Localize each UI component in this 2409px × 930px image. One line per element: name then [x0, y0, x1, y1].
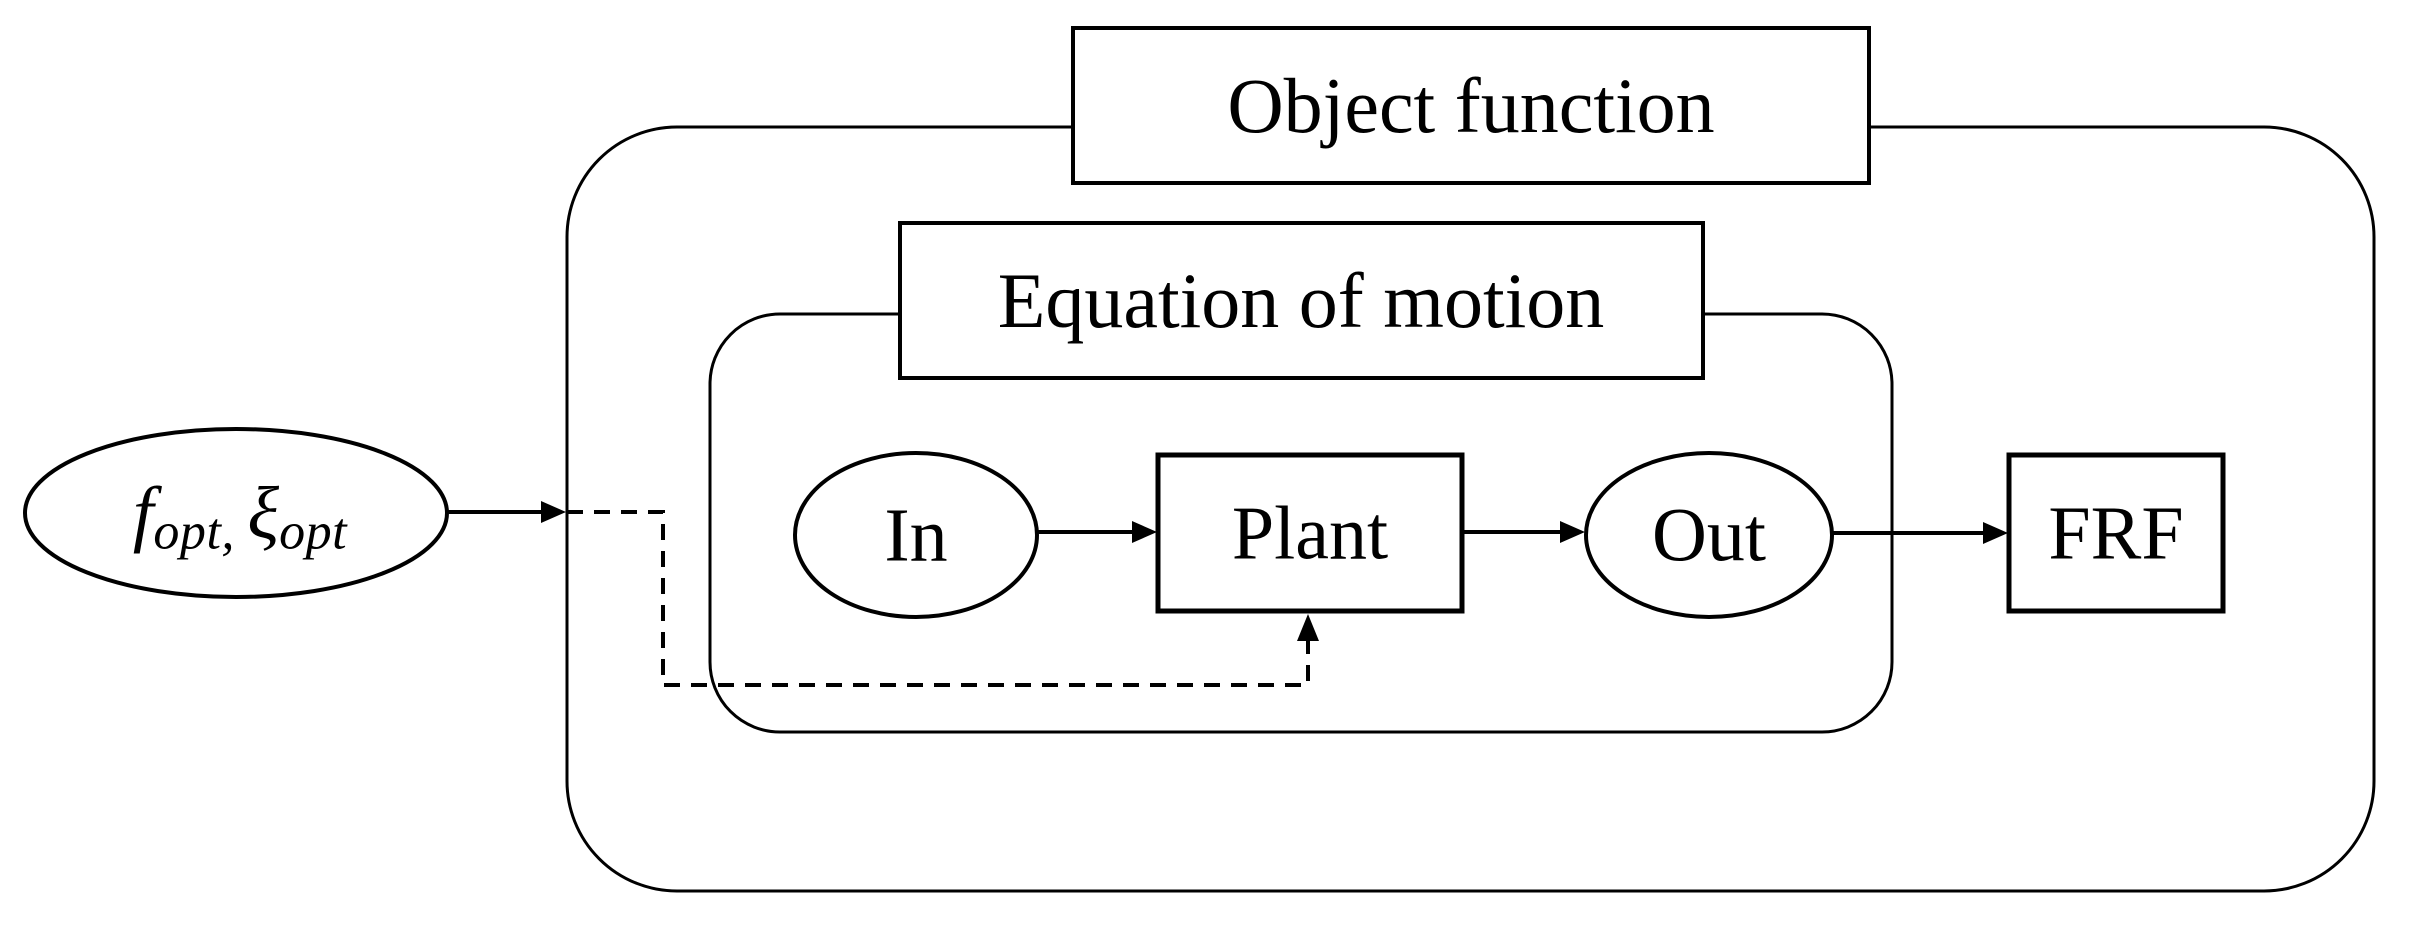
frf-box: [2006, 452, 2226, 614]
equation-of-motion-label-box: [898, 221, 1705, 380]
plant-out-arrowhead: [1560, 521, 1585, 543]
in-node-label: In: [884, 493, 948, 578]
input-xi-subscript: opt: [279, 503, 348, 561]
in-ellipse: [793, 451, 1039, 619]
input-xi-symbol: ξ: [247, 472, 280, 555]
equation-of-motion-label: Equation of motion: [997, 257, 1605, 344]
feedback-arrowhead: [1297, 614, 1319, 641]
object-function-label-box: [1071, 26, 1871, 185]
object-function-label: Object function: [1227, 62, 1715, 149]
input-f-symbol: f: [132, 472, 154, 555]
feedback-dashed-path: [567, 510, 1310, 687]
frf-node-label: FRF: [2048, 491, 2184, 576]
in-plant-arrowhead: [1132, 521, 1157, 543]
input-separator: ,: [221, 503, 235, 561]
plant-node-label: Plant: [1231, 491, 1389, 576]
out-frf-arrowhead: [1983, 522, 2008, 544]
input-f-subscript: opt: [153, 503, 222, 561]
out-node-label: Out: [1652, 493, 1766, 578]
input-node-label: fopt,ξopt: [132, 472, 347, 561]
plant-box: [1155, 452, 1465, 614]
input-arrowhead: [541, 501, 566, 523]
